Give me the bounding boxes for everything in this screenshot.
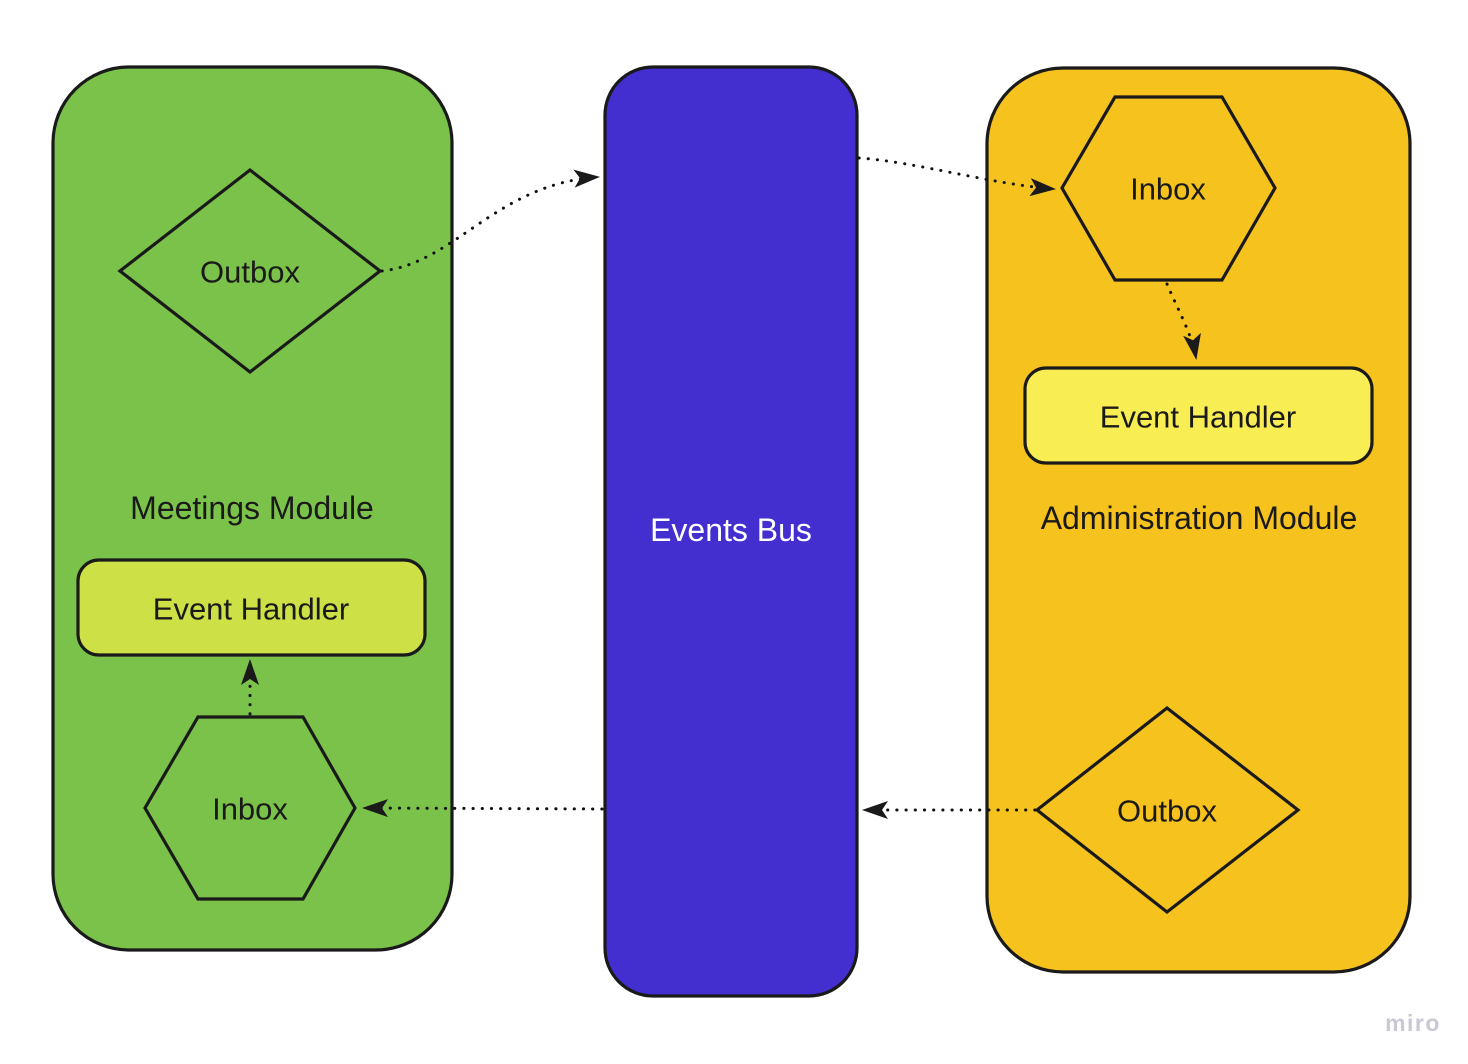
administration-event-handler-box[interactable] [1023,366,1374,465]
meetings-outbox-diamond[interactable] [117,167,383,375]
connector-meetings-outbox-to-bus[interactable] [380,169,600,273]
meetings-inbox-label: Inbox [212,792,288,827]
administration-inbox-label: Inbox [1130,172,1206,207]
administration-module: Administration Module Inbox Event Handle… [985,66,1412,974]
meetings-module: Meetings Module Outbox Event Handler Inb… [51,65,454,952]
meetings-module-title: Meetings Module [130,490,374,526]
miro-watermark-logo: miro [1385,1010,1441,1036]
connector-bus-to-meetings-inbox[interactable] [362,799,604,818]
administration-module-container[interactable] [985,66,1412,974]
administration-event-handler-label: Event Handler [1100,400,1296,435]
meetings-event-handler-label: Event Handler [153,592,349,627]
events-bus-container[interactable] [603,65,859,998]
administration-outbox-diamond[interactable] [1034,705,1301,915]
administration-module-title: Administration Module [1041,500,1358,536]
meetings-event-handler-box[interactable] [76,558,427,657]
administration-outbox-label: Outbox [1117,794,1217,829]
meetings-inbox-hexagon[interactable] [143,715,357,901]
meetings-outbox-label: Outbox [200,255,300,290]
connector-administration-inbox-to-event-handler[interactable] [1165,282,1201,360]
administration-inbox-hexagon[interactable] [1060,95,1277,282]
events-bus-title: Events Bus [650,512,812,548]
events-bus: Events Bus [603,65,859,998]
connector-bus-to-administration-inbox[interactable] [857,156,1056,197]
